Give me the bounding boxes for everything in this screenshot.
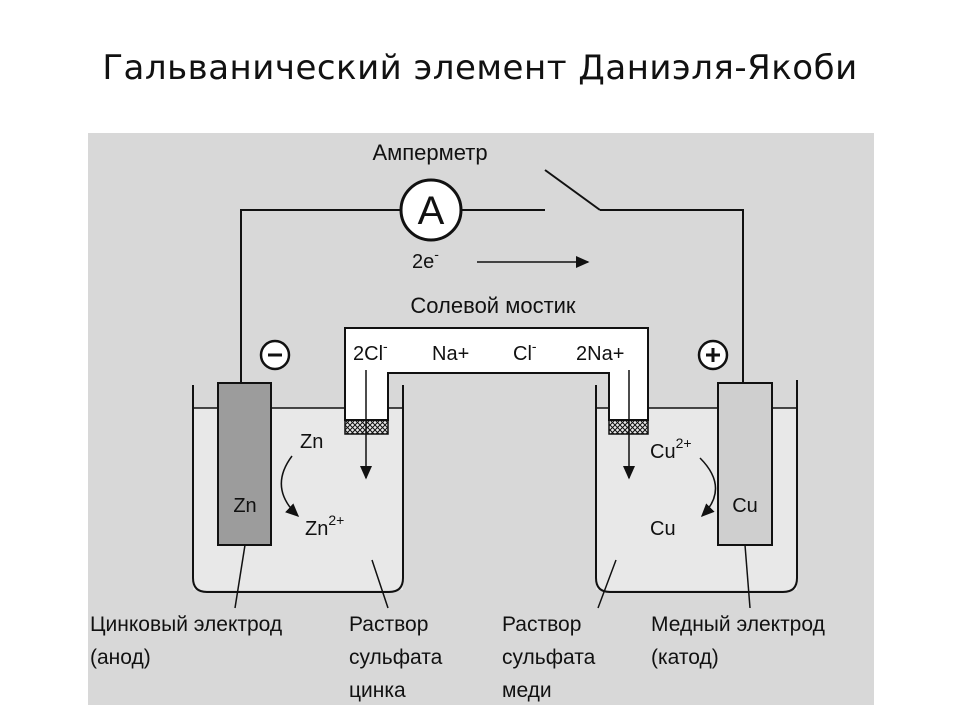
copper-electrode-label: Cu	[732, 495, 758, 517]
zinc-beaker	[192, 385, 404, 593]
zinc-atom-label: Zn	[300, 431, 323, 453]
bridge-ion-2na: 2Na+	[576, 343, 624, 365]
leader-zinc-solution	[371, 559, 389, 609]
bridge-ion-cl: Cl-	[513, 338, 537, 365]
ammeter-icon	[399, 178, 463, 242]
switch-lever	[544, 169, 601, 211]
zinc-ion-label: Zn2+	[305, 512, 344, 540]
copper-electrode	[717, 382, 773, 546]
zinc-oxidation-arrow	[280, 455, 300, 518]
copper-ion-label: Cu2+	[650, 435, 692, 463]
copper-reduction-arrow	[699, 457, 717, 518]
salt-bridge-label: Солевой мостик	[410, 293, 576, 318]
zinc-electrode	[217, 382, 272, 546]
caption-zinc-solution-line2: сульфата	[349, 646, 443, 669]
caption-zinc-solution-line1: Раствор	[349, 613, 428, 636]
bridge-ion-na: Na+	[432, 343, 469, 365]
leader-copper-solution	[597, 559, 617, 609]
caption-zinc-solution-line3: цинка	[349, 679, 406, 702]
caption-zinc-electrode-line2: (анод)	[90, 646, 151, 669]
wire-right	[600, 209, 744, 383]
ammeter-symbol: A	[418, 189, 445, 233]
slide-title: Гальванический элемент Даниэля-Якоби	[102, 48, 858, 88]
caption-copper-solution-line3: меди	[502, 679, 552, 702]
caption-copper-solution-line2: сульфата	[502, 646, 596, 669]
copper-beaker	[595, 380, 798, 593]
bridge-ion-2cl: 2Cl-	[353, 338, 388, 365]
caption-copper-solution-line1: Раствор	[502, 613, 581, 636]
leader-copper-electrode	[744, 544, 751, 609]
wire-left	[240, 209, 400, 383]
ammeter-label: Амперметр	[372, 140, 487, 165]
zinc-electrode-label: Zn	[233, 495, 256, 517]
caption-zinc-electrode-line1: Цинковый электрод	[90, 613, 282, 636]
caption-copper-electrode-line1: Медный электрод	[651, 613, 825, 636]
leader-zinc-electrode	[234, 544, 246, 609]
electron-label: 2e-	[412, 246, 439, 273]
caption-copper-electrode-line2: (катод)	[651, 646, 719, 669]
copper-atom-label: Cu	[650, 518, 676, 540]
